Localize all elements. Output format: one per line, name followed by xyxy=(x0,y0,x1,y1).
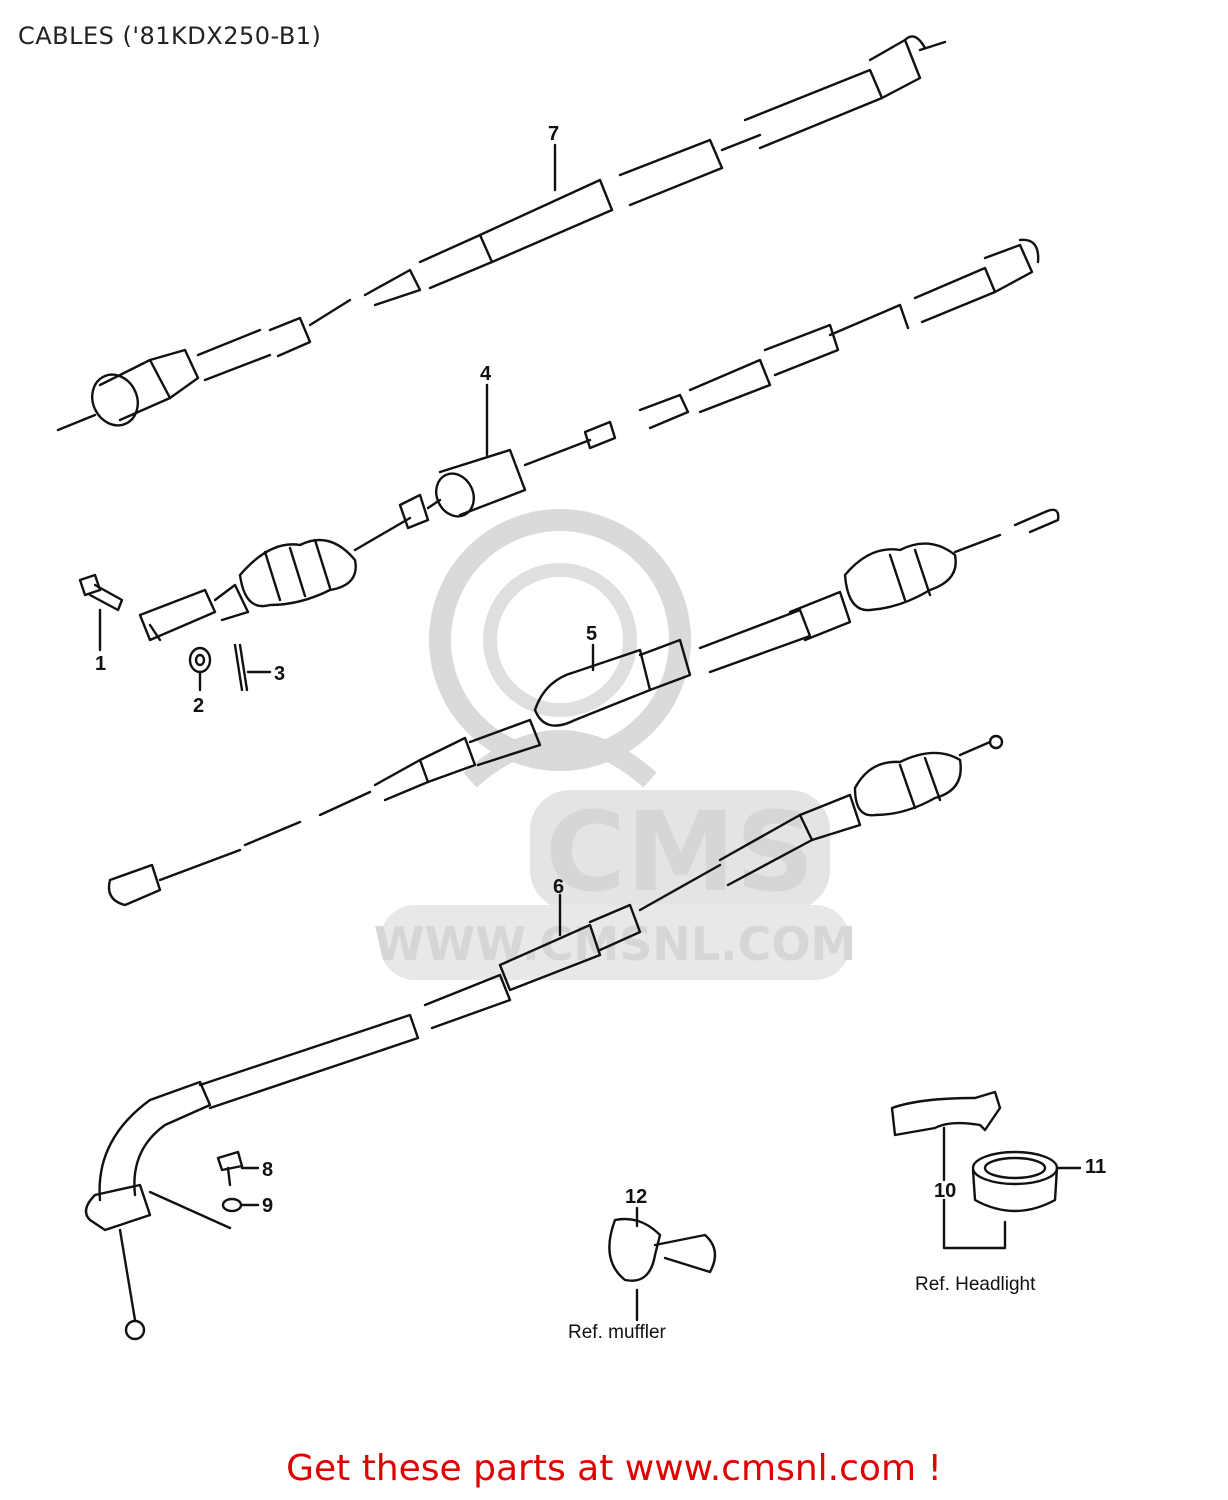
callout-6: 6 xyxy=(553,876,564,898)
callout-9: 9 xyxy=(262,1195,273,1217)
callout-2: 2 xyxy=(193,695,204,717)
brake-cable xyxy=(107,508,1060,907)
callout-10: 10 xyxy=(934,1180,956,1202)
clamp-part-12 xyxy=(608,1217,717,1282)
ref-headlight-label: Ref. Headlight xyxy=(915,1274,1036,1295)
speedometer-cable xyxy=(56,35,947,432)
cotter-pin-part-3 xyxy=(233,643,249,692)
leader-8-9 xyxy=(148,1190,232,1230)
callout-4: 4 xyxy=(480,363,492,385)
page-title: CABLES ('81KDX250-B1) xyxy=(18,22,322,50)
callout-5: 5 xyxy=(586,623,597,645)
bolt-part-1 xyxy=(78,573,124,612)
grommet-part-11 xyxy=(971,1150,1059,1213)
callout-1: 1 xyxy=(95,653,106,675)
callout-3: 3 xyxy=(274,663,285,685)
callout-12: 12 xyxy=(625,1186,647,1208)
callout-8: 8 xyxy=(262,1159,273,1181)
washer-part-9 xyxy=(221,1197,243,1213)
footer-promo-text: Get these parts at www.cmsnl.com ! xyxy=(286,1448,942,1489)
ref-muffler-label: Ref. muffler xyxy=(568,1322,667,1343)
clutch-cable xyxy=(138,238,1040,642)
bracket-part-10 xyxy=(890,1090,1002,1137)
callout-7: 7 xyxy=(548,123,559,145)
screw-part-8 xyxy=(216,1150,244,1187)
watermark-logo: CMS WWW.CMSNL.COM xyxy=(374,509,856,980)
watermark-logo-text: CMS xyxy=(545,788,814,916)
throttle-cable xyxy=(84,734,1004,1341)
leader-headlight xyxy=(942,1198,1007,1250)
callout-11: 11 xyxy=(1085,1156,1106,1178)
washer-part-2 xyxy=(188,646,212,674)
